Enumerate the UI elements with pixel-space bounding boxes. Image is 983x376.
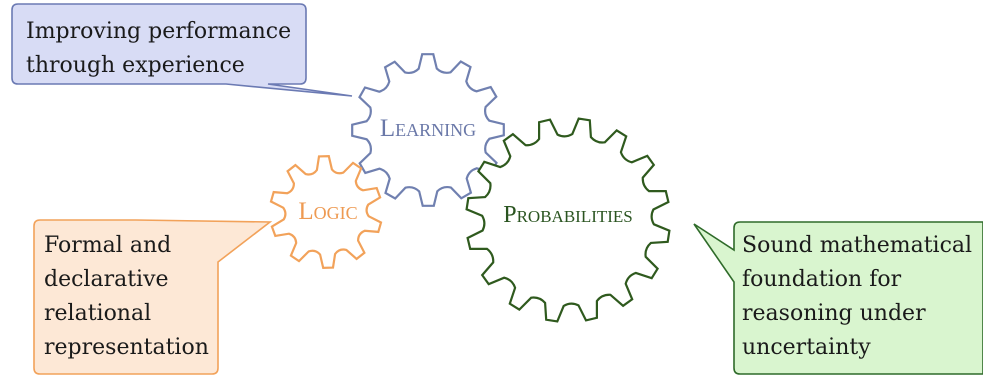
callout-learning-line-2: through experience: [26, 53, 245, 78]
callout-logic-line-1: Formal and: [44, 233, 171, 258]
callout-logic-line-2: declarative: [44, 267, 169, 292]
callout-probabilities-line-3: reasoning under: [742, 301, 926, 326]
callout-learning: Improving performance through experience: [11, 3, 353, 97]
callout-logic-line-3: relational: [44, 301, 151, 326]
gear-learning-icon: [351, 53, 505, 207]
gear-logic-label: Logic: [298, 198, 357, 225]
gear-learning-label: Learning: [380, 115, 476, 142]
gear-probabilities-icon: [465, 117, 671, 323]
callout-probabilities-shape: [693, 221, 983, 375]
gear-logic-icon: [269, 154, 383, 270]
callout-probabilities-line-4: uncertainty: [742, 335, 871, 360]
callout-probabilities: Sound mathematical foundation for reason…: [693, 221, 983, 375]
callout-logic: Formal and declarative relational repres…: [33, 219, 273, 375]
gear-probabilities-label: Probabilities: [503, 202, 633, 228]
callout-logic-shape: [33, 219, 273, 375]
callout-probabilities-line-2: foundation for: [742, 267, 902, 292]
callout-probabilities-line-1: Sound mathematical: [742, 233, 972, 258]
callout-logic-line-4: representation: [44, 335, 209, 360]
callout-learning-shape: [11, 3, 353, 97]
callout-learning-line-1: Improving performance: [26, 19, 291, 44]
